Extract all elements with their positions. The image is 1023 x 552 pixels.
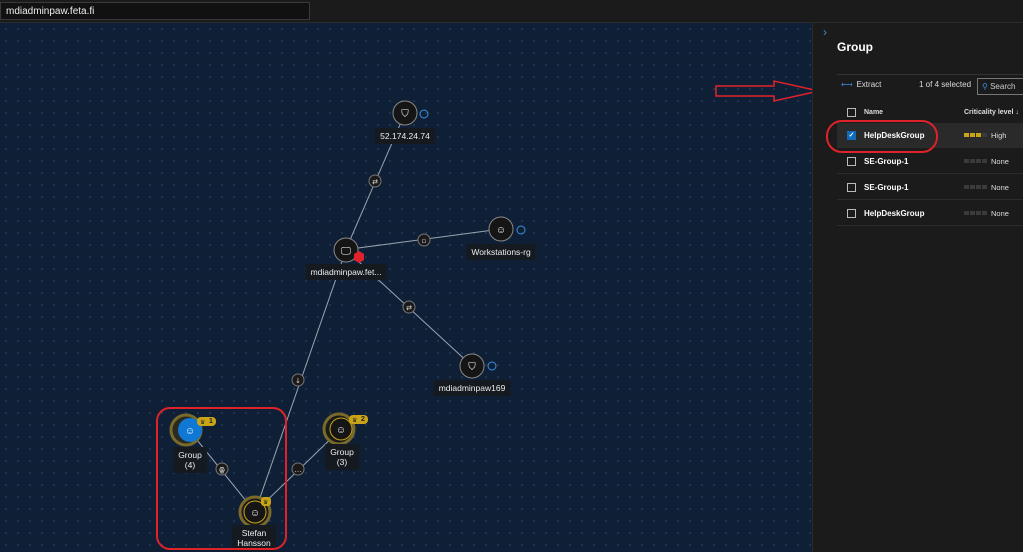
criticality-bar	[964, 211, 987, 215]
label-line: (4)	[184, 460, 196, 470]
label-line: Stefan	[241, 528, 267, 538]
column-name[interactable]: Name	[864, 109, 884, 116]
svg-text:☺: ☺	[496, 225, 506, 236]
svg-text:↓: ↓	[295, 377, 301, 385]
row-checkbox[interactable]	[847, 157, 856, 166]
svg-text:♛: ♛	[352, 417, 357, 424]
highlight-row-box	[826, 120, 938, 153]
node-label: 52.174.24.74	[375, 128, 435, 144]
label-line: Hansson	[237, 538, 271, 548]
svg-text:ꙮ: ꙮ	[219, 466, 225, 474]
svg-text:☺: ☺	[185, 426, 195, 437]
row-name: HelpDeskGroup	[864, 209, 925, 218]
panel-title: Group	[837, 40, 873, 54]
node-label: mdiadminpaw.fet...	[305, 264, 387, 280]
node-label: mdiadminpaw169	[433, 380, 511, 396]
svg-text:♛: ♛	[263, 499, 268, 506]
extract-button[interactable]: ⟻Extract	[841, 80, 881, 89]
row-checkbox[interactable]: ✓	[847, 131, 856, 140]
select-all-checkbox[interactable]	[847, 108, 856, 117]
criticality-bar	[964, 185, 987, 189]
annotation-arrow	[715, 80, 820, 102]
column-criticality[interactable]: Criticality level ↓	[964, 109, 1019, 116]
label-line: Group	[330, 447, 354, 457]
node-stefan-hansson[interactable]: ☺	[238, 495, 272, 529]
node-ip[interactable]: ⛉	[392, 100, 429, 126]
table-header: Name Criticality level ↓	[837, 103, 1023, 121]
row-name: SE-Group-1	[864, 183, 909, 192]
node-group-3[interactable]: ☺	[322, 412, 368, 446]
top-bar: mdiadminpaw.feta.fi	[0, 0, 1023, 23]
svg-text:…: …	[295, 466, 302, 474]
criticality-text: None	[991, 183, 1009, 192]
svg-text:☺: ☺	[336, 425, 346, 436]
badge-count: 1	[209, 418, 213, 425]
criticality-text: None	[991, 157, 1009, 166]
edge-info-icon[interactable]	[291, 373, 305, 387]
table-row[interactable]: SE-Group-1 None	[837, 175, 1023, 200]
row-name: SE-Group-1	[864, 157, 909, 166]
criticality-bar	[964, 133, 987, 137]
row-name: HelpDeskGroup	[864, 131, 925, 140]
table-row[interactable]: SE-Group-1 None	[837, 149, 1023, 174]
collapse-chevron-icon[interactable]: ›	[823, 25, 827, 39]
node-label: Workstations-rg	[466, 244, 536, 260]
svg-text:♛: ♛	[200, 419, 205, 426]
label-line: (3)	[336, 457, 348, 467]
edge-connection-icon[interactable]	[402, 300, 416, 314]
svg-text:⛉: ⛉	[401, 109, 409, 120]
node-label: Group(4)	[173, 447, 207, 473]
svg-text:⛉: ⛉	[468, 362, 476, 373]
svg-text:☺: ☺	[250, 508, 260, 519]
divider	[837, 74, 1023, 75]
edge-member-icon[interactable]	[417, 233, 431, 247]
node-group-4[interactable]: ☺	[169, 413, 216, 447]
table-row[interactable]: HelpDeskGroup None	[837, 201, 1023, 226]
edge-connection-icon[interactable]	[368, 174, 382, 188]
node-computer[interactable]: 🖵	[333, 237, 364, 263]
label-line: Group	[178, 450, 202, 460]
extract-label: Extract	[856, 80, 882, 89]
criticality-text: High	[991, 131, 1007, 140]
row-checkbox[interactable]	[847, 209, 856, 218]
svg-text:🖵: 🖵	[341, 246, 351, 257]
edge-more-icon[interactable]	[291, 462, 305, 476]
badge-count: 2	[361, 416, 365, 423]
node-mdiadminpaw169[interactable]: ⛉	[459, 353, 497, 379]
extract-arrow-icon: ⟻	[841, 80, 853, 89]
edge-group-icon[interactable]	[215, 462, 229, 476]
node-label: Group(3)	[325, 444, 359, 470]
svg-text:⇄: ⇄	[372, 178, 378, 186]
row-checkbox[interactable]	[847, 183, 856, 192]
svg-text:▫: ▫	[422, 237, 427, 245]
address-field[interactable]: mdiadminpaw.feta.fi	[0, 2, 310, 20]
highlight-box	[156, 407, 287, 550]
search-input[interactable]: ⚲ Search	[977, 78, 1023, 95]
criticality-text: None	[991, 209, 1009, 218]
search-placeholder: Search	[990, 82, 1016, 91]
attack-path-graph: ⇄ ▫ ⇄ ↓ ꙮ … ⛉ 🖵 ☺ ⛉ ☺ ☺ ☺ ♛ ♛ ♛	[169, 100, 526, 529]
criticality-bar	[964, 159, 987, 163]
selection-count: 1 of 4 selected	[919, 80, 972, 89]
svg-text:⇄: ⇄	[406, 304, 412, 312]
search-icon: ⚲	[982, 82, 988, 91]
node-workstations[interactable]: ☺	[488, 216, 526, 242]
side-panel: › Group ⟻Extract 1 of 4 selected ⚲ Searc…	[812, 23, 1023, 552]
